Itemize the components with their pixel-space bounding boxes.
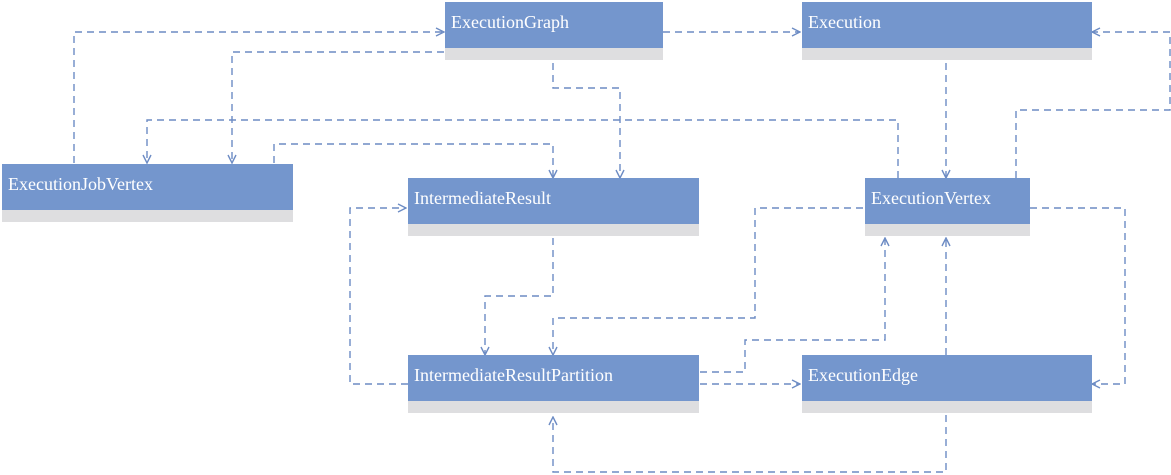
edge-result-to-partition <box>485 238 554 355</box>
class-body <box>802 48 1092 60</box>
edge-jobvertex-to-graph <box>73 32 444 163</box>
class-title: Execution <box>802 2 1092 48</box>
class-execution-edge[interactable]: ExecutionEdge <box>802 355 1092 413</box>
class-execution-vertex[interactable]: ExecutionVertex <box>865 178 1030 236</box>
class-intermediate-result-partition[interactable]: IntermediateResultPartition <box>408 355 699 413</box>
edge-edge-to-partition <box>553 415 947 473</box>
class-intermediate-result[interactable]: IntermediateResult <box>408 178 699 236</box>
class-title: ExecutionEdge <box>802 355 1092 401</box>
edge-jobvertex-to-result <box>273 143 553 178</box>
class-execution-job-vertex[interactable]: ExecutionJobVertex <box>2 164 293 222</box>
class-body <box>865 224 1030 236</box>
edge-vertex-to-jobvertex <box>147 119 899 178</box>
class-body <box>408 401 699 413</box>
class-body <box>802 401 1092 413</box>
edge-graph-to-jobvertex <box>232 51 444 163</box>
class-body <box>408 224 699 236</box>
class-title: ExecutionJobVertex <box>2 164 293 210</box>
edge-graph-to-result <box>552 63 620 178</box>
class-body <box>2 210 293 222</box>
class-title: ExecutionVertex <box>865 178 1030 224</box>
class-title: IntermediateResult <box>408 178 699 224</box>
class-execution-graph[interactable]: ExecutionGraph <box>445 2 663 60</box>
edge-partition-to-vertex <box>700 238 885 373</box>
edge-partition-to-result <box>349 208 408 385</box>
edge-vertex-to-edge <box>1030 207 1126 384</box>
class-body <box>445 48 663 60</box>
class-title: ExecutionGraph <box>445 2 663 48</box>
edge-vertex-to-partition <box>553 207 863 355</box>
class-execution[interactable]: Execution <box>802 2 1092 60</box>
class-title: IntermediateResultPartition <box>408 355 699 401</box>
edge-vertex-to-execution <box>1015 32 1171 178</box>
